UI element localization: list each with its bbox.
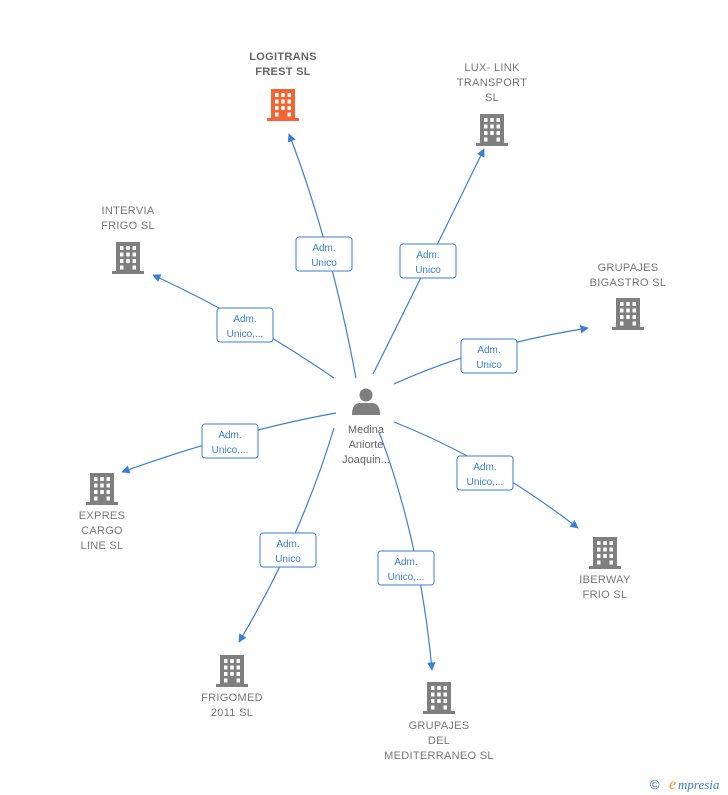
center-name-line: Medina xyxy=(348,424,385,436)
company-node-frigomed[interactable]: FRIGOMED 2011 SL xyxy=(201,655,263,719)
company-name-line: SL xyxy=(485,92,499,104)
center-name-line: Joaquin... xyxy=(342,454,390,466)
company-node-grupajes-bigastro[interactable]: GRUPAJES BIGASTRO SL xyxy=(590,262,667,330)
role-text: Unico,... xyxy=(212,445,249,456)
center-name-line: Aniorte xyxy=(349,439,384,451)
role-text: Unico,... xyxy=(227,329,264,340)
role-label-frigomed[interactable]: Adm. Unico xyxy=(259,532,317,568)
building-icon xyxy=(112,242,144,274)
edge-labels: Adm.UnicoAdm.UnicoAdm.Unico,...Adm.Unico… xyxy=(201,236,518,586)
company-name-line: EXPRES xyxy=(79,510,125,522)
edges xyxy=(121,133,589,671)
role-label-luxlink[interactable]: Adm. Unico xyxy=(399,243,457,279)
building-icon xyxy=(423,682,455,714)
company-name-line: INTERVIA xyxy=(102,205,155,217)
copyright-symbol: © xyxy=(650,777,660,792)
role-text: Adm. xyxy=(233,314,256,325)
role-box xyxy=(377,550,435,586)
company-name-line: BIGASTRO SL xyxy=(590,277,667,289)
role-text: Adm. xyxy=(473,462,496,473)
company-node-intervia[interactable]: INTERVIA FRIGO SL xyxy=(101,205,155,274)
role-box xyxy=(201,423,259,459)
company-name-line: LOGITRANS xyxy=(249,51,316,63)
role-label-logitrans[interactable]: Adm. Unico xyxy=(295,236,353,272)
company-name-line: LINE SL xyxy=(80,540,123,552)
building-icon xyxy=(86,473,118,505)
company-name-line: IBERWAY xyxy=(579,574,631,586)
role-text: Adm. xyxy=(276,539,299,550)
role-label-iberway[interactable]: Adm. Unico,... xyxy=(456,455,514,491)
role-text: Adm. xyxy=(477,345,500,356)
watermark: © e mpresia xyxy=(650,776,720,793)
company-node-grupajes-mediterraneo[interactable]: GRUPAJES DEL MEDITERRANEO SL xyxy=(384,682,494,762)
company-name-line: LUX- LINK xyxy=(464,62,520,74)
role-text: Adm. xyxy=(218,430,241,441)
nodes: LOGITRANS FREST SL LUX- LINK TRANSPORT SL INT… xyxy=(79,51,667,762)
role-text: Unico,... xyxy=(388,572,425,583)
role-text: Unico xyxy=(476,360,502,371)
role-text: Adm. xyxy=(416,250,439,261)
building-icon xyxy=(612,298,644,330)
role-text: Adm. xyxy=(394,557,417,568)
company-name-line: FRIGOMED xyxy=(201,692,263,704)
role-text: Unico,... xyxy=(467,477,504,488)
edge-grupajes-mediterraneo xyxy=(378,431,436,671)
building-icon xyxy=(216,655,248,687)
role-text: Unico xyxy=(415,265,441,276)
person-icon xyxy=(352,388,380,415)
role-text: Unico xyxy=(311,258,337,269)
company-name-line: CARGO xyxy=(81,525,123,537)
brand-name: mpresia xyxy=(678,777,720,792)
building-icon xyxy=(267,89,299,121)
building-icon xyxy=(589,537,621,569)
company-name-line: DEL xyxy=(428,735,450,747)
role-box xyxy=(460,338,518,374)
company-name-line: MEDITERRANEO SL xyxy=(384,750,494,762)
role-text: Unico xyxy=(275,554,301,565)
role-box xyxy=(216,307,274,343)
building-icon xyxy=(476,114,508,146)
company-node-luxlink[interactable]: LUX- LINK TRANSPORT SL xyxy=(457,62,527,146)
company-name-line: FRIO SL xyxy=(583,589,628,601)
role-label-grupajes-bigastro[interactable]: Adm. Unico xyxy=(460,338,518,374)
company-node-iberway[interactable]: IBERWAY FRIO SL xyxy=(579,537,631,601)
role-text: Adm. xyxy=(312,243,335,254)
role-label-grupajes-mediterraneo[interactable]: Adm. Unico,... xyxy=(377,550,435,586)
company-node-expres-cargo[interactable]: EXPRES CARGO LINE SL xyxy=(79,473,125,552)
company-name-line: GRUPAJES xyxy=(409,720,470,732)
role-box xyxy=(399,243,457,279)
role-box xyxy=(259,532,317,568)
company-name-line: FREST SL xyxy=(255,66,311,78)
company-name-line: FRIGO SL xyxy=(101,220,155,232)
brand-initial: e xyxy=(669,776,676,793)
role-box xyxy=(456,455,514,491)
role-label-expres-cargo[interactable]: Adm. Unico,... xyxy=(201,423,259,459)
company-node-logitrans[interactable]: LOGITRANS FREST SL xyxy=(249,51,316,121)
company-name-line: TRANSPORT xyxy=(457,77,527,89)
role-box xyxy=(295,236,353,272)
company-name-line: 2011 SL xyxy=(211,707,253,719)
role-label-intervia[interactable]: Adm. Unico,... xyxy=(216,307,274,343)
company-name-line: GRUPAJES xyxy=(598,262,659,274)
